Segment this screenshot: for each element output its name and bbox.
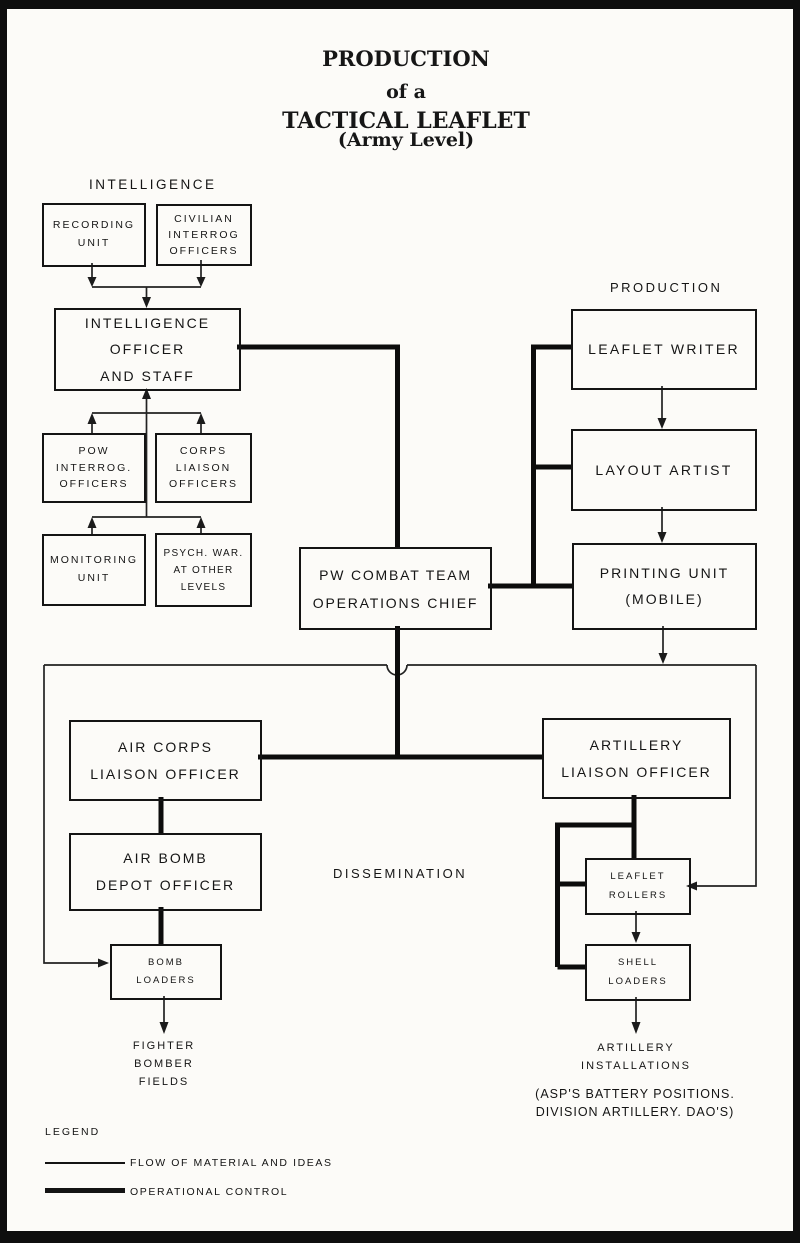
page-title-line-3: TACTICAL LEAFLET <box>282 108 530 134</box>
legend-title: LEGEND <box>45 1126 101 1138</box>
node-printing-unit-mobile: PRINTING UNIT (MOBILE) <box>572 543 757 630</box>
terminal-artillery-installations-note: (ASP'S BATTERY POSITIONS. DIVISION ARTIL… <box>535 1087 735 1119</box>
node-air-bomb-depot-officer: AIR BOMB DEPOT OFFICER <box>69 833 262 911</box>
legend-thick-line-sample <box>45 1188 125 1193</box>
legend-thin-line-sample <box>45 1162 125 1164</box>
legend-label-flow: FLOW OF MATERIAL AND IDEAS <box>130 1157 333 1169</box>
node-intelligence-officer-and-staff: INTELLIGENCE OFFICER AND STAFF <box>54 308 241 391</box>
node-pw-combat-team-operations-chief: PW COMBAT TEAM OPERATIONS CHIEF <box>299 547 492 630</box>
node-layout-artist: LAYOUT ARTIST <box>571 429 757 511</box>
node-recording-unit: RECORDING UNIT <box>42 203 146 267</box>
node-leaflet-writer: LEAFLET WRITER <box>571 309 757 390</box>
node-civilian-interrog-officers: CIVILIAN INTERROG OFFICERS <box>156 204 252 266</box>
terminal-artillery-installations: ARTILLERY INSTALLATIONS <box>581 1042 691 1072</box>
page-title-line-2: of a <box>386 81 426 103</box>
node-leaflet-rollers: LEAFLET ROLLERS <box>585 858 691 915</box>
node-artillery-liaison-officer: ARTILLERY LIAISON OFFICER <box>542 718 731 799</box>
node-air-corps-liaison-officer: AIR CORPS LIAISON OFFICER <box>69 720 262 801</box>
node-shell-loaders: SHELL LOADERS <box>585 944 691 1001</box>
page-title-line-1: PRODUCTION <box>322 46 490 71</box>
node-monitoring-unit: MONITORING UNIT <box>42 534 146 606</box>
terminal-fighter-bomber-fields: FIGHTER BOMBER FIELDS <box>132 1040 196 1089</box>
legend-label-operational-control: OPERATIONAL CONTROL <box>130 1186 289 1198</box>
node-pow-interrog-officers: POW INTERROG. OFFICERS <box>42 433 146 503</box>
node-corps-liaison-officers: CORPS LIAISON OFFICERS <box>155 433 252 503</box>
page-title-line-4: (Army Level) <box>337 129 475 151</box>
section-label-production: PRODUCTION <box>610 280 723 295</box>
section-label-dissemination: DISSEMINATION <box>333 866 468 881</box>
node-psych-war-other-levels: PSYCH. WAR. AT OTHER LEVELS <box>155 533 252 607</box>
node-bomb-loaders: BOMB LOADERS <box>110 944 222 1000</box>
section-label-intelligence: INTELLIGENCE <box>89 177 217 192</box>
